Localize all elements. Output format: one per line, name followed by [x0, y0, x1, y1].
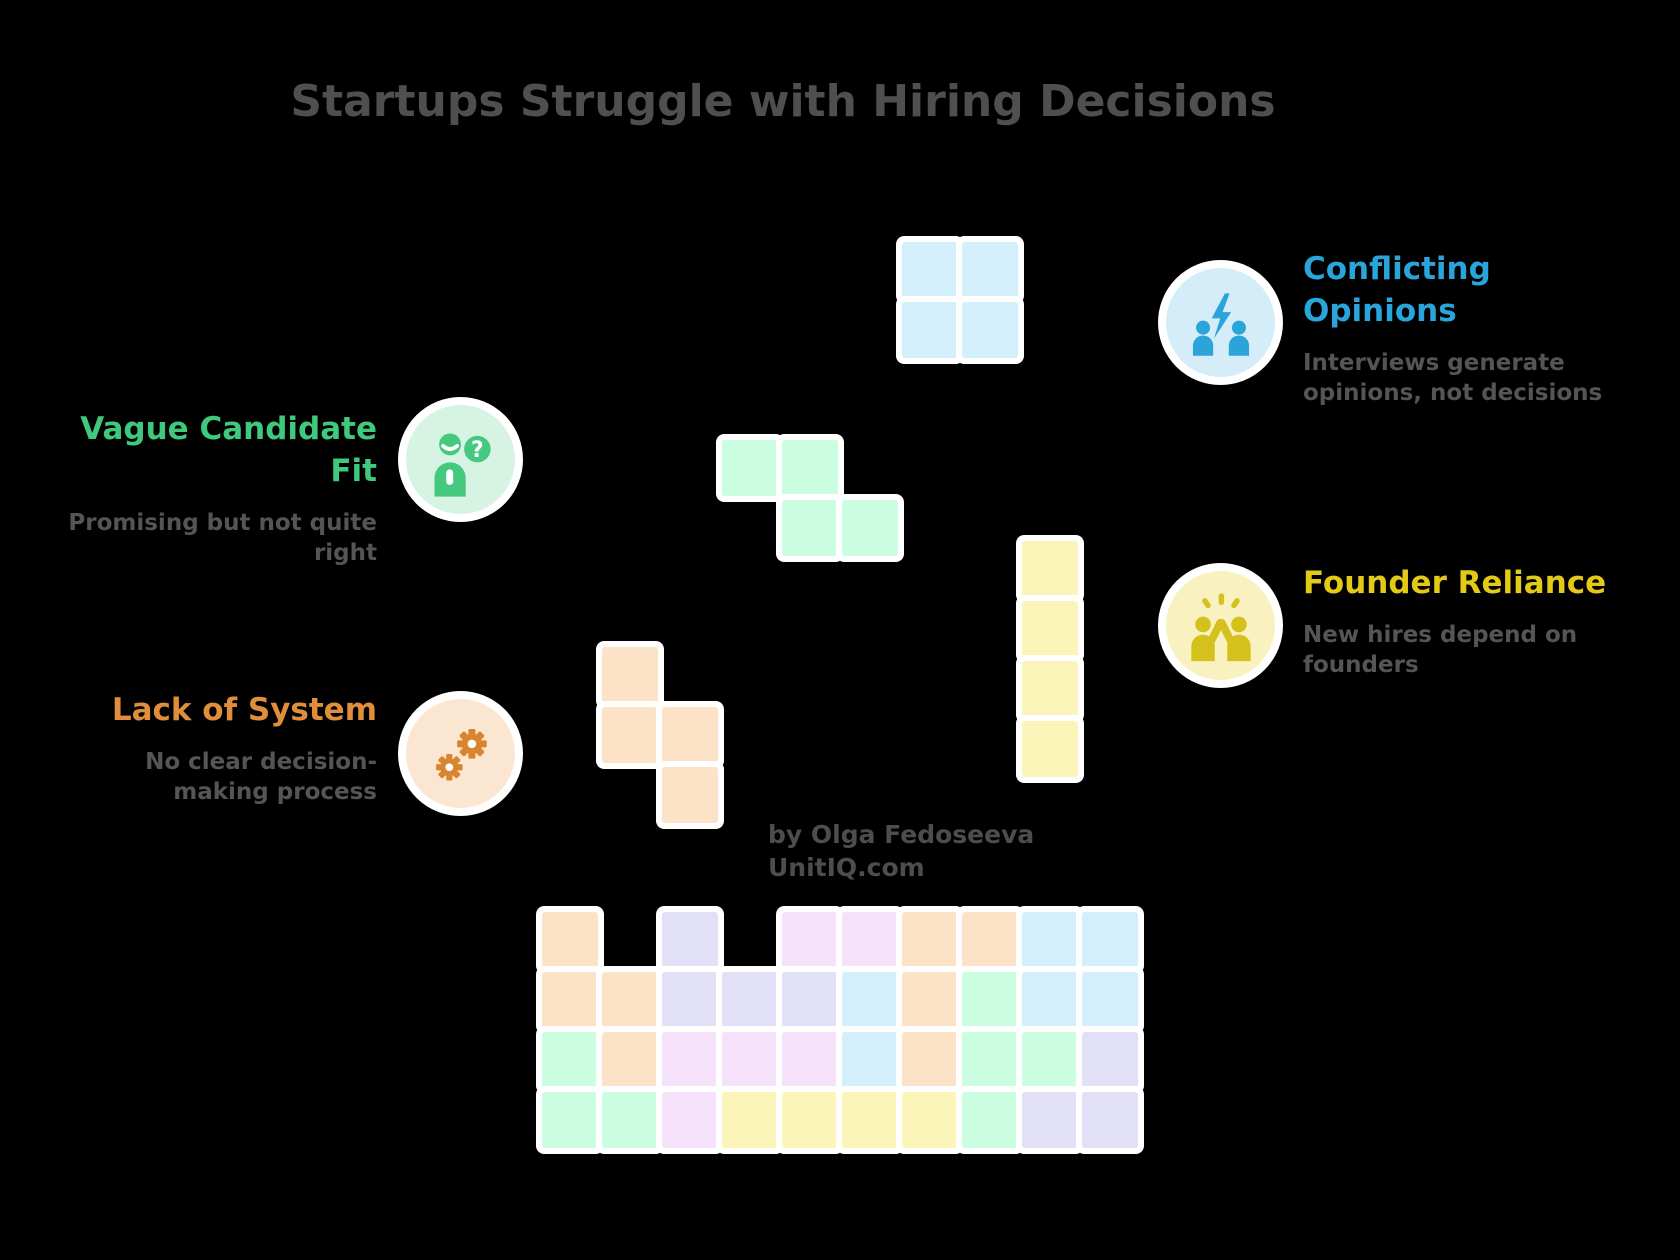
- pile-cell: [1022, 1032, 1078, 1088]
- pile-cell: [902, 912, 958, 968]
- tetromino-cell-s-piece: [662, 707, 718, 763]
- tetromino-cell-s-piece: [662, 767, 718, 823]
- pile-cell: [662, 972, 718, 1028]
- credit-author: by Olga Fedoseeva: [768, 820, 1035, 849]
- people-conflict-icon: [1158, 260, 1283, 385]
- pile-cell: [902, 1032, 958, 1088]
- section-heading: Vague Candidate Fit: [0, 408, 377, 492]
- subtitle-line: No clear decision-: [145, 749, 377, 775]
- tetromino-cell-z-piece: [842, 500, 898, 556]
- credit-site: UnitIQ.com: [768, 853, 925, 882]
- pile-cell: [722, 972, 778, 1028]
- subtitle-line: right: [313, 540, 377, 566]
- heading-line: Founder Reliance: [1303, 565, 1607, 601]
- tetromino-cell-o-piece: [962, 302, 1018, 358]
- section-heading: Founder Reliance: [1303, 562, 1680, 604]
- pile-cell: [1082, 1092, 1138, 1148]
- pile-cell: [1022, 912, 1078, 968]
- pile-cell: [902, 1092, 958, 1148]
- pile-cell: [602, 1032, 658, 1088]
- pile-cell: [1022, 972, 1078, 1028]
- tetromino-cell-i-piece: [1022, 661, 1078, 717]
- people-conflict-svg: [1192, 292, 1249, 356]
- heading-line: Opinions: [1303, 293, 1457, 329]
- subtitle-line: founders: [1303, 652, 1419, 678]
- pile-cell: [662, 912, 718, 968]
- credit: by Olga Fedoseeva UnitIQ.com: [768, 818, 1034, 884]
- pile-cell: [542, 1032, 598, 1088]
- page-title: Startups Struggle with Hiring Decisions: [290, 76, 1276, 127]
- heading-line: Lack of System: [111, 692, 377, 728]
- subtitle-line: New hires depend on: [1303, 622, 1578, 648]
- subtitle-line: opinions, not decisions: [1303, 380, 1603, 406]
- section-lack-of-system: Lack of System No clear decision- making…: [0, 689, 377, 807]
- pile-cell: [662, 1032, 718, 1088]
- pile-cell: [722, 1092, 778, 1148]
- section-subtitle: Promising but not quite right: [0, 508, 377, 568]
- section-vague-candidate-fit: Vague Candidate Fit Promising but not qu…: [0, 408, 377, 568]
- pile-cell: [542, 912, 598, 968]
- pile-cell: [962, 972, 1018, 1028]
- pile-cell: [842, 912, 898, 968]
- subtitle-line: making process: [173, 779, 377, 805]
- section-heading: Conflicting Opinions: [1303, 248, 1663, 332]
- pile-cell: [782, 972, 838, 1028]
- section-heading: Lack of System: [0, 689, 377, 731]
- tetromino-cell-s-piece: [602, 647, 658, 703]
- section-subtitle: No clear decision- making process: [0, 747, 377, 807]
- svg-text:?: ?: [471, 437, 484, 462]
- heading-line: Conflicting: [1303, 251, 1491, 287]
- pile-cell: [602, 1092, 658, 1148]
- tetromino-cell-z-piece: [782, 440, 838, 496]
- gears-icon: [398, 691, 523, 816]
- high-five-icon: [1158, 563, 1283, 688]
- pile-cell: [962, 1032, 1018, 1088]
- pile-cell: [842, 972, 898, 1028]
- tetromino-cell-z-piece: [722, 440, 778, 496]
- subtitle-line: Interviews generate: [1303, 350, 1565, 376]
- pile-cell: [1082, 1032, 1138, 1088]
- pile-cell: [902, 972, 958, 1028]
- pile-cell: [842, 1092, 898, 1148]
- pile-cell: [1022, 1092, 1078, 1148]
- tetromino-cell-i-piece: [1022, 541, 1078, 597]
- tetromino-cell-o-piece: [902, 242, 958, 298]
- pile-cell: [1082, 972, 1138, 1028]
- pile-cell: [542, 972, 598, 1028]
- pile-cell: [602, 972, 658, 1028]
- section-subtitle: New hires depend on founders: [1303, 620, 1680, 680]
- pile-cell: [722, 1032, 778, 1088]
- person-question-svg: ?: [433, 432, 491, 497]
- pile-cell: [1082, 912, 1138, 968]
- section-subtitle: Interviews generate opinions, not decisi…: [1303, 348, 1663, 408]
- section-conflicting-opinions: Conflicting Opinions Interviews generate…: [1303, 248, 1663, 408]
- pile-cell: [842, 1032, 898, 1088]
- pile-cell: [782, 912, 838, 968]
- pile-cell: [782, 1032, 838, 1088]
- pile-cell: [962, 1092, 1018, 1148]
- tetromino-cell-i-piece: [1022, 721, 1078, 777]
- tetromino-cell-i-piece: [1022, 601, 1078, 657]
- pile-cell: [662, 1092, 718, 1148]
- pile-cell: [542, 1092, 598, 1148]
- person-question-icon: ?: [398, 397, 523, 522]
- section-founder-reliance: Founder Reliance New hires depend on fou…: [1303, 562, 1680, 680]
- heading-line: Vague Candidate: [80, 411, 377, 447]
- tetromino-cell-o-piece: [962, 242, 1018, 298]
- subtitle-line: Promising but not quite: [68, 510, 377, 536]
- pile-cell: [782, 1092, 838, 1148]
- heading-line: Fit: [330, 453, 377, 489]
- tetromino-cell-z-piece: [782, 500, 838, 556]
- tetromino-cell-s-piece: [602, 707, 658, 763]
- pile-cell: [962, 912, 1018, 968]
- tetromino-cell-o-piece: [902, 302, 958, 358]
- high-five-svg: [1190, 592, 1251, 661]
- gears-svg: [435, 728, 487, 781]
